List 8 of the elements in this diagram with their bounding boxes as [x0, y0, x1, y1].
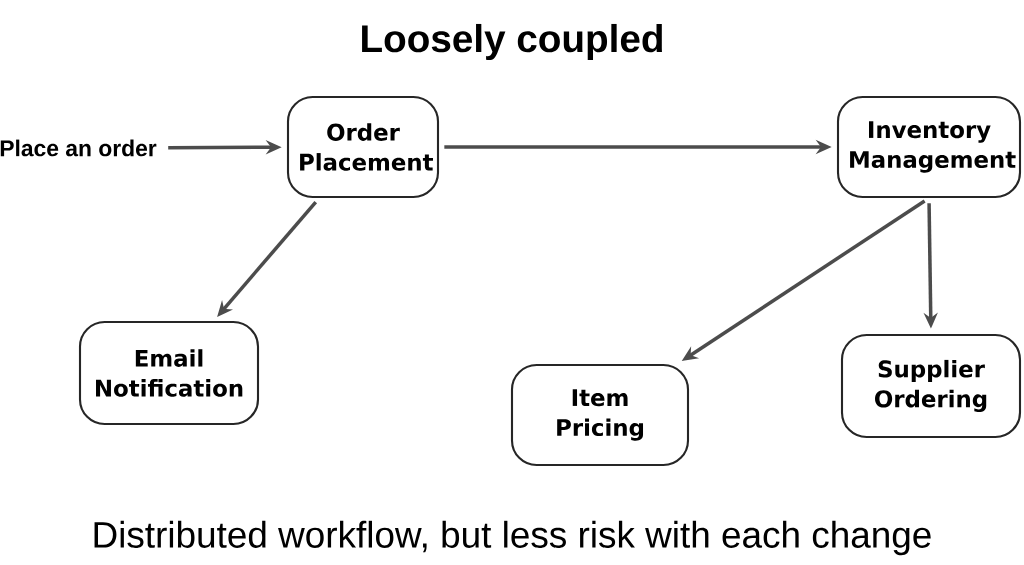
process-box: Item Pricing	[510, 363, 690, 467]
input-label: Place an order	[0, 139, 157, 157]
title: Loosely coupled	[362, 23, 662, 60]
process-box: Email Notification	[78, 320, 260, 426]
process-box: Order Placement	[286, 95, 440, 199]
caption: Distributed workflow, but less risk with each change	[94, 520, 931, 556]
process-box: Supplier Ordering	[840, 333, 1022, 439]
process-box: Inventory Management	[836, 95, 1022, 199]
